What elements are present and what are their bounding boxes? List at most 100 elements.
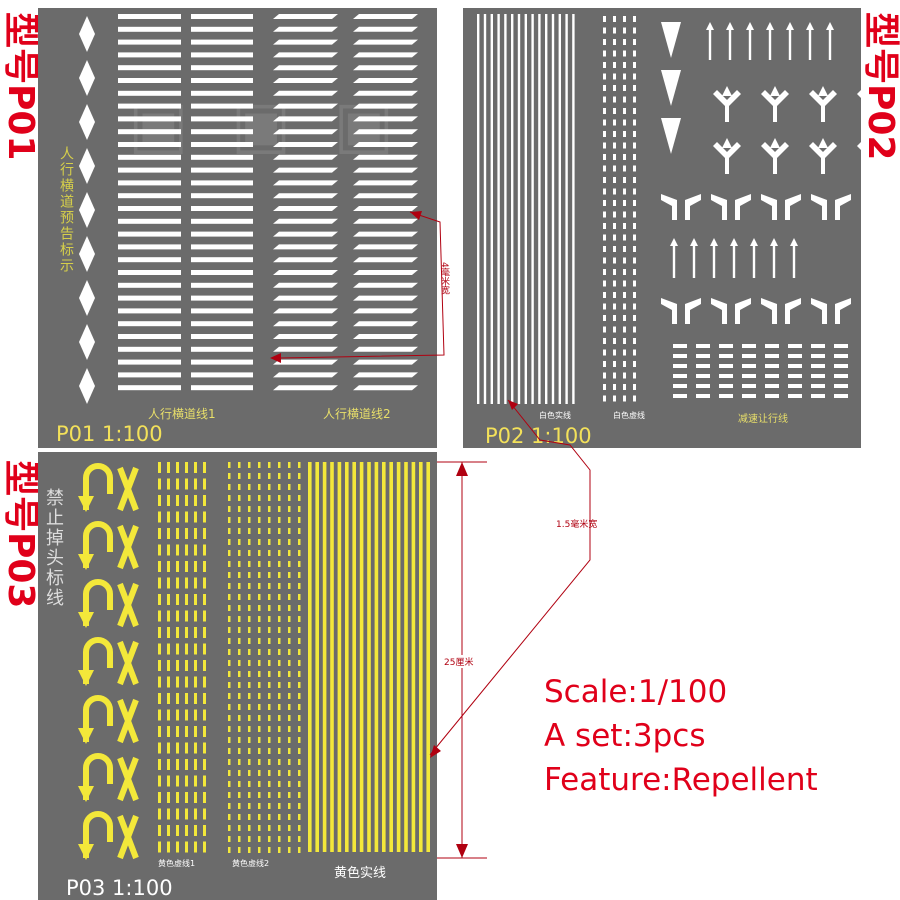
yellow-short-dash — [248, 770, 251, 776]
yellow-short-dash — [228, 495, 231, 501]
white-dash — [623, 349, 626, 356]
slanted-crosswalk-bar — [273, 65, 338, 71]
yellow-short-dash — [278, 473, 281, 479]
split-arrow-left — [761, 298, 777, 324]
yellow-dash — [167, 709, 170, 721]
yellow-short-dash — [248, 583, 251, 589]
slow-down-line — [719, 374, 733, 378]
crosswalk-bar — [118, 167, 181, 173]
yellow-short-dash — [258, 506, 261, 512]
yellow-dash — [194, 693, 197, 704]
branch-arrow-left — [809, 90, 823, 106]
white-dash — [603, 165, 606, 172]
crosswalk-bar — [191, 257, 253, 263]
crosswalk-bar — [118, 26, 181, 32]
slanted-crosswalk-bar — [353, 308, 418, 314]
yellow-short-dash — [248, 748, 251, 754]
yellow-short-dash — [258, 759, 261, 765]
white-dash — [633, 315, 636, 321]
yellow-short-dash — [238, 616, 241, 622]
yellow-dash — [185, 759, 188, 770]
yellow-dash — [167, 528, 170, 539]
slanted-crosswalk-bar — [353, 218, 418, 224]
yellow-short-dash — [268, 737, 271, 743]
yellow-dash — [194, 511, 197, 523]
slanted-crosswalk-bar — [353, 244, 418, 250]
yellow-short-dash — [248, 693, 251, 699]
white-solid-line — [483, 14, 487, 404]
split-arrow-right — [685, 298, 701, 324]
yellow-dash — [167, 775, 170, 787]
crosswalk-bar — [118, 257, 181, 263]
yellow-solid-line — [411, 462, 416, 852]
white-dash — [623, 108, 626, 114]
white-dash — [633, 338, 636, 344]
crosswalk-bar — [191, 39, 253, 45]
crosswalk-bar — [118, 244, 181, 250]
yellow-short-dash — [238, 572, 241, 578]
decal-sheet-p03: 禁止掉头标线 黄色虚线1 黄色虚线2 黄色实线 P03 1:100 — [38, 452, 437, 900]
yellow-short-dash — [228, 605, 231, 611]
yellow-short-dash — [268, 660, 271, 666]
arrow-shaft — [808, 29, 812, 60]
crosswalk-bar — [118, 116, 181, 122]
crosswalk-bar — [118, 270, 181, 275]
yellow-dash — [203, 808, 206, 820]
white-dash — [633, 280, 636, 287]
yellow-short-dash — [268, 803, 271, 809]
yellow-solid-line — [359, 462, 364, 852]
white-dash — [603, 188, 606, 195]
yellow-dash — [176, 561, 179, 572]
warning-diamond — [79, 148, 95, 184]
arrow-shaft — [768, 29, 772, 60]
crosswalk-bar — [118, 180, 181, 186]
yellow-short-dash — [238, 550, 241, 556]
split-arrow-left — [811, 194, 827, 220]
slow-down-line — [719, 364, 733, 368]
yellow-dash — [185, 544, 188, 556]
slow-lines-caption: 减速让行线 — [738, 414, 788, 425]
yellow-dash — [158, 792, 161, 803]
yellow-short-dash — [268, 638, 271, 644]
yellow-short-dash — [248, 792, 251, 798]
yellow-short-dash — [288, 627, 291, 633]
yellow-short-dash — [238, 528, 241, 534]
split-arrow-right — [785, 298, 801, 324]
yellow-short-dash — [298, 814, 301, 820]
slanted-crosswalk-bar — [273, 321, 338, 327]
yellow-short-dash — [248, 550, 251, 556]
arrow-shaft — [708, 29, 712, 60]
yellow-dash — [158, 594, 161, 605]
yellow-dash — [194, 825, 197, 836]
yellow-short-dash — [288, 792, 291, 798]
arrow-shaft — [728, 29, 732, 60]
white-dash — [603, 39, 606, 45]
white-dash — [633, 119, 636, 126]
yellow-short-dash — [268, 517, 271, 523]
branch-arrow-head — [818, 86, 828, 96]
yellow-short-dash — [298, 462, 301, 468]
yellow-dash — [203, 478, 206, 490]
white-dash — [623, 372, 626, 379]
branch-arrow-left — [713, 142, 727, 158]
white-dash — [633, 361, 636, 367]
slow-down-line — [834, 344, 848, 348]
yellow-short-dash — [288, 649, 291, 655]
crosswalk-bar — [191, 346, 253, 352]
slanted-crosswalk-bar — [273, 116, 338, 122]
white-solid-line — [477, 14, 480, 404]
crosswalk-bar — [191, 52, 253, 58]
white-dash — [603, 27, 606, 34]
yellow-dash — [194, 660, 197, 671]
yellow-dash — [167, 544, 170, 556]
slanted-crosswalk-bar — [273, 218, 338, 224]
white-dash — [613, 303, 616, 310]
arrow-head — [750, 238, 758, 246]
arrow-head — [670, 238, 678, 246]
white-dash — [603, 142, 606, 149]
yellow-short-dash — [288, 583, 291, 589]
yellow-short-dash — [278, 814, 281, 820]
crosswalk-bar — [118, 334, 181, 339]
yellow-short-dash — [258, 583, 261, 589]
yellow-short-dash — [278, 594, 281, 600]
